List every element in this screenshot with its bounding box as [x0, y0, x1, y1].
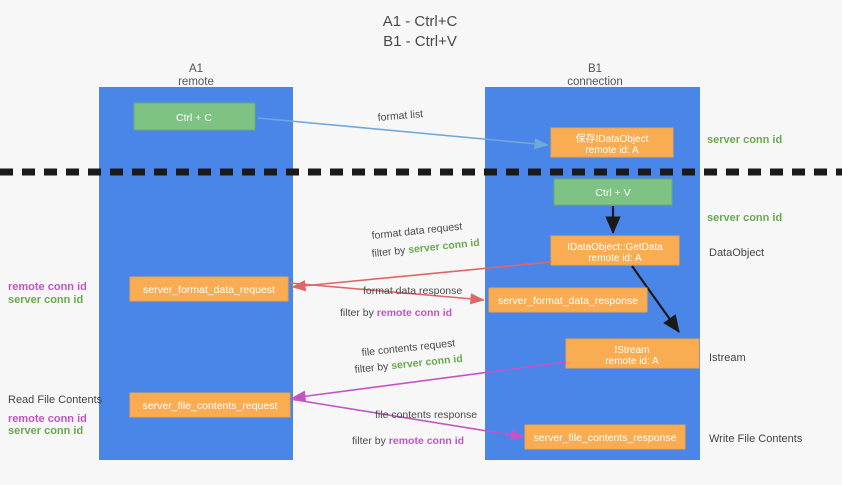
column-header-b1-role: connection: [567, 76, 623, 88]
node-save-idataobject-line2: remote id: A: [585, 145, 639, 156]
side-label-write-file-contents: Write File Contents: [709, 433, 803, 445]
page-title-line1: A1 - Ctrl+C: [383, 13, 458, 30]
side-label-server-conn-id-top: server conn id: [707, 134, 782, 146]
node-getdata-line2: remote id: A: [588, 253, 642, 264]
edge-label-format-data-request: format data request: [371, 221, 463, 242]
arrow-format-data-response: [289, 282, 485, 305]
arrow-format-list: [257, 117, 549, 150]
node-ctrl-v-label: Ctrl + V: [595, 187, 630, 199]
page-title-line2: B1 - Ctrl+V: [383, 33, 457, 50]
side-label-server-conn-id-upper: server conn id: [8, 294, 83, 306]
node-ctrl-c-label: Ctrl + C: [176, 112, 212, 124]
node-istream[interactable]: [565, 338, 700, 369]
arrow-file-contents-response: [289, 398, 525, 441]
node-server-format-data-response[interactable]: [488, 287, 648, 313]
edge-label-file-contents-response-filter: filter by remote conn id: [352, 435, 464, 447]
node-server-format-data-request-label: server_format_data_request: [143, 284, 275, 296]
edge-label-format-list: format list: [377, 108, 423, 124]
edge-label-format-data-response-filter: filter by remote conn id: [340, 307, 452, 319]
side-label-server-conn-id-mid: server conn id: [707, 212, 782, 224]
node-ctrl-c[interactable]: [133, 102, 256, 131]
edge-label-format-data-response: format data response: [363, 285, 462, 297]
column-header-b1-name: B1: [588, 63, 602, 75]
node-ctrl-v[interactable]: [553, 178, 673, 206]
node-save-idataobject[interactable]: [550, 127, 674, 158]
node-server-format-data-response-label: server_format_data_response: [498, 295, 638, 307]
node-save-idataobject-line1: 保存IDataObject: [576, 132, 649, 145]
node-server-file-contents-response[interactable]: [524, 424, 686, 450]
node-idataobject-getdata[interactable]: [550, 235, 680, 266]
side-label-read-file-contents: Read File Contents: [8, 394, 103, 406]
side-label-istream: Istream: [709, 352, 746, 364]
node-server-file-contents-request-label: server_file_contents_request: [143, 400, 278, 412]
side-label-server-conn-id-lower: server conn id: [8, 425, 83, 437]
arrow-getdata-to-istream: [631, 265, 680, 333]
edge-label-file-contents-response: file contents response: [375, 409, 477, 421]
node-server-file-contents-request[interactable]: [129, 392, 291, 418]
node-istream-line2: remote id: A: [605, 356, 659, 367]
side-label-dataobject: DataObject: [709, 247, 764, 259]
node-getdata-line1: IDataObject::GetData: [567, 242, 663, 253]
node-server-format-data-request[interactable]: [129, 276, 289, 302]
arrow-format-data-request: [291, 261, 552, 292]
side-label-remote-conn-id-upper: remote conn id: [8, 281, 87, 293]
side-label-remote-conn-id-lower: remote conn id: [8, 413, 87, 425]
arrow-file-contents-request: [291, 361, 567, 402]
column-header-a1-name: A1: [189, 63, 203, 75]
node-server-file-contents-response-label: server_file_contents_response: [533, 432, 676, 444]
node-istream-line1: IStream: [614, 345, 649, 356]
column-header-a1-role: remote: [178, 76, 214, 88]
